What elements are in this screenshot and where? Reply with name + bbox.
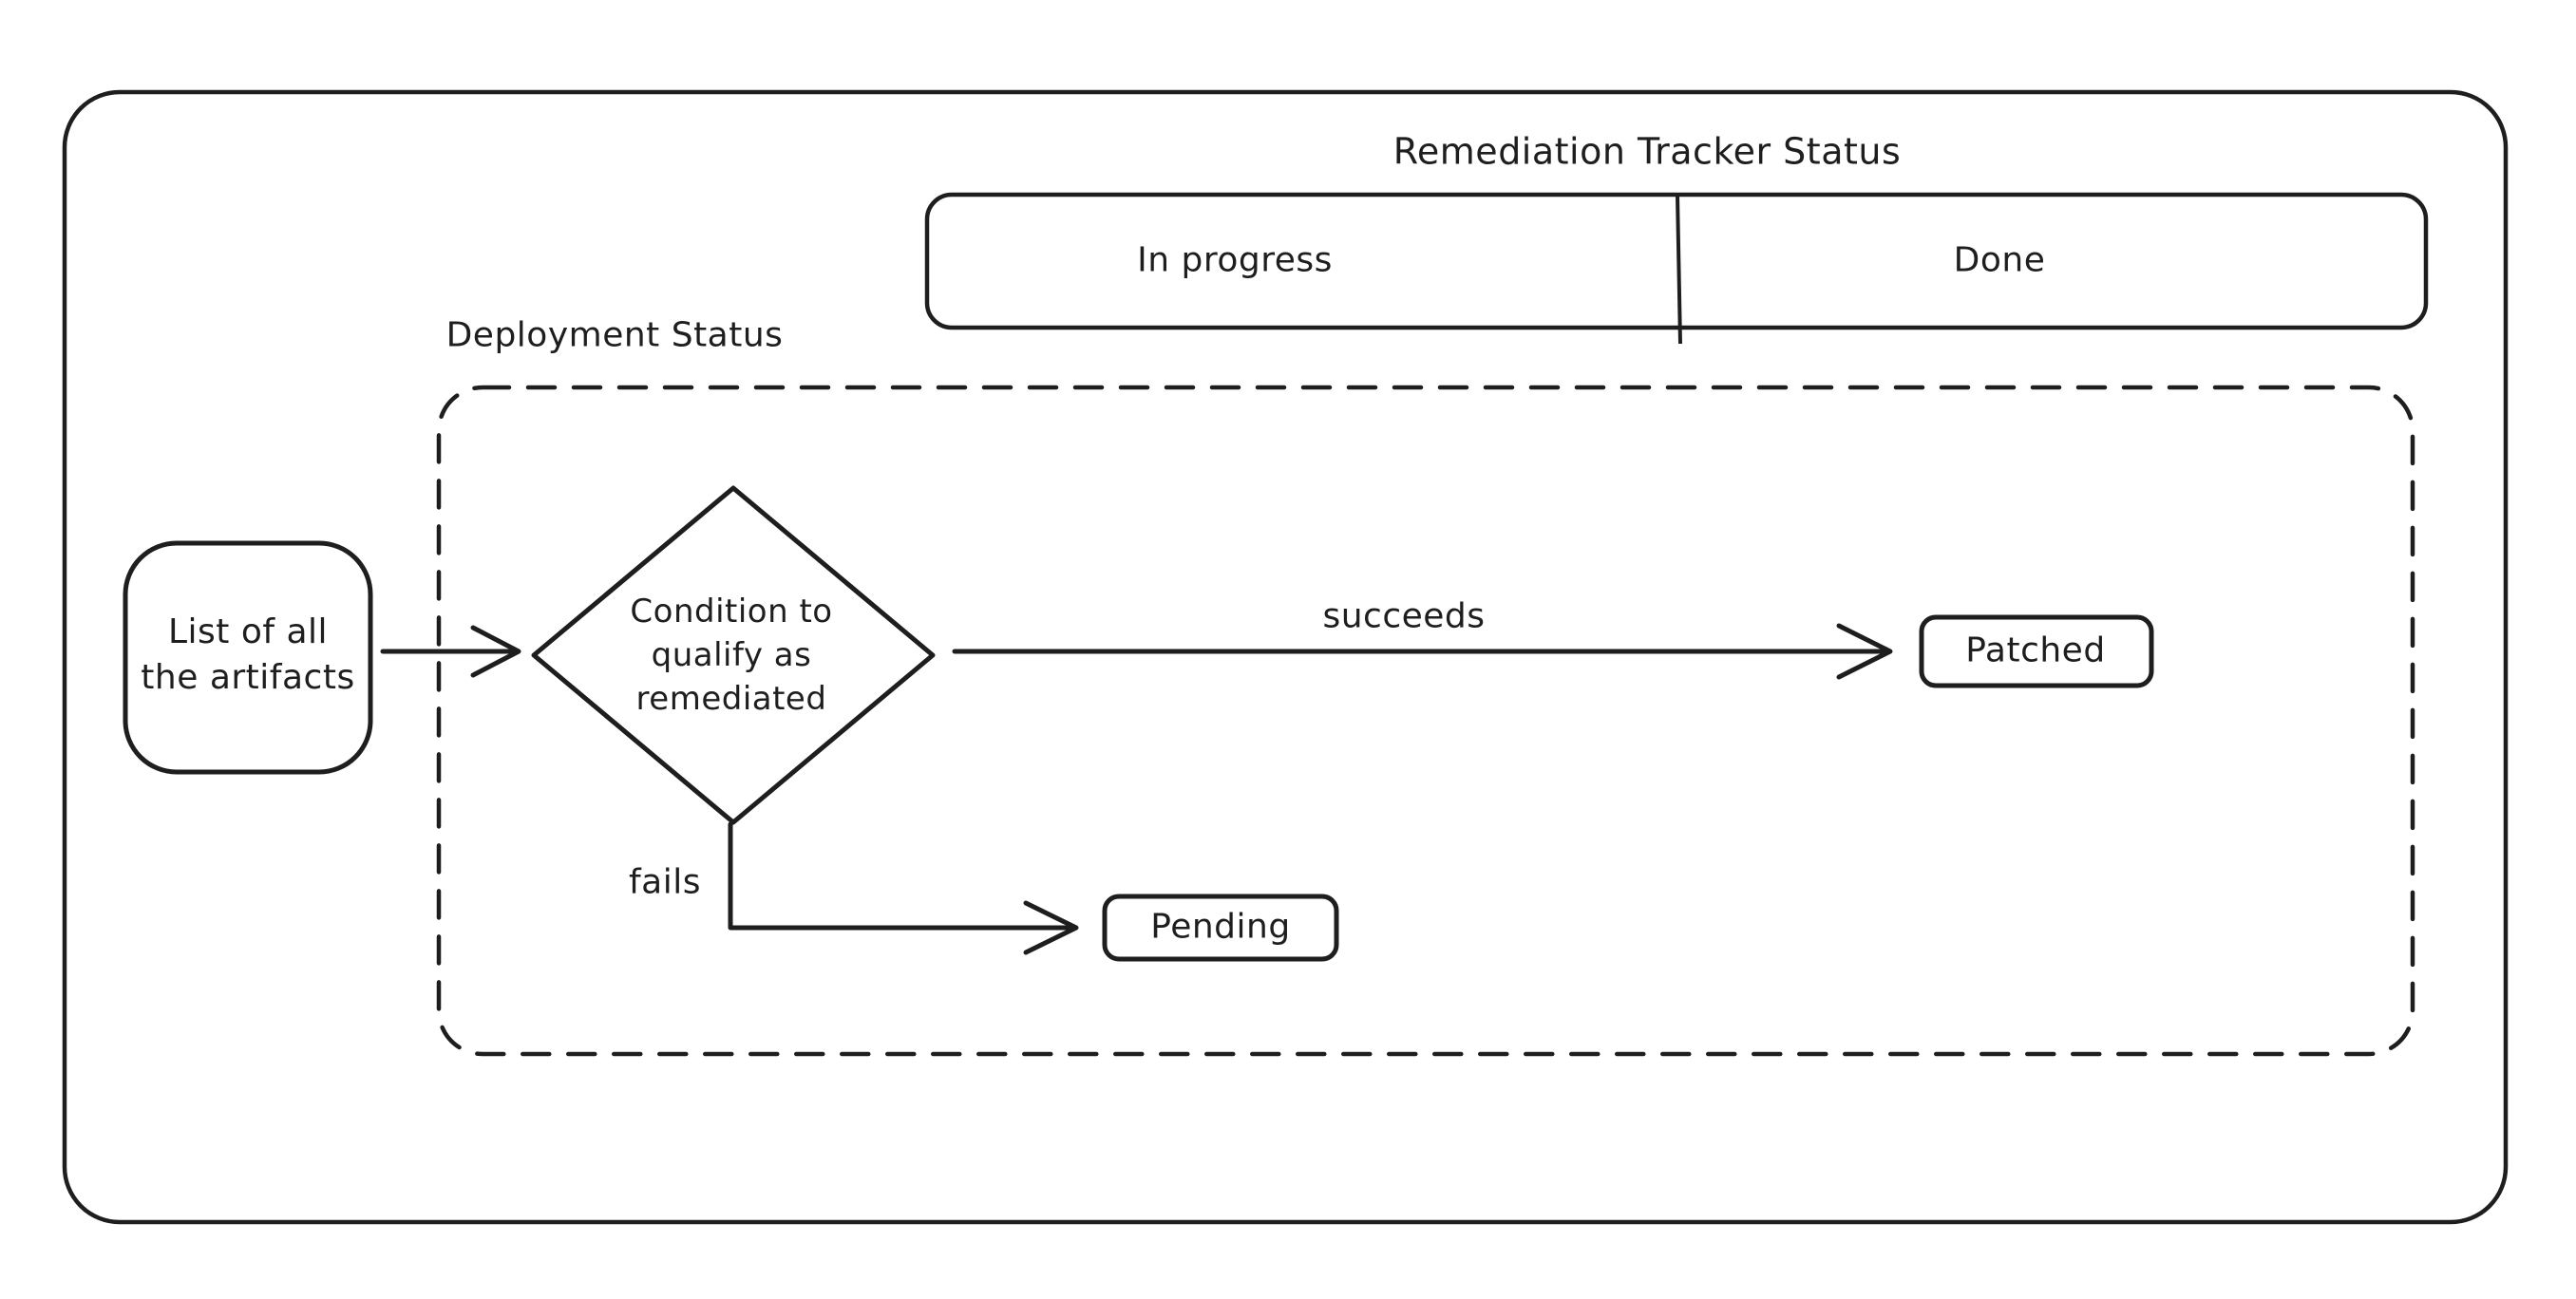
fails-edge-label: fails: [629, 862, 701, 902]
condition-diamond: [531, 485, 936, 825]
succeeds-edge-label: succeeds: [1322, 596, 1486, 636]
pending-node-label: Pending: [1150, 907, 1291, 947]
pending-node: [1102, 894, 1339, 962]
patched-node-label: Patched: [1965, 631, 2106, 670]
artifacts-to-condition-arrow: [380, 625, 521, 678]
outer-frame: [62, 89, 2509, 1225]
tracker-divider: [1676, 195, 1682, 345]
deployment-status-boundary: [436, 385, 2415, 1057]
condition-diamond-label: Condition to qualify as remediated: [630, 593, 833, 718]
succeeds-arrow: [952, 623, 1893, 680]
tracker-title: Remediation Tracker Status: [1392, 130, 1902, 173]
tracker-table: [924, 192, 2429, 330]
artifacts-node-label: List of all the artifacts: [141, 612, 355, 697]
tracker-cell-done-label: Done: [1953, 240, 2046, 280]
artifacts-node: [123, 540, 373, 775]
fails-arrow: [728, 821, 1079, 955]
deployment-status-label: Deployment Status: [445, 315, 784, 355]
patched-node: [1919, 614, 2154, 688]
tracker-cell-in-progress-label: In progress: [1137, 240, 1333, 280]
